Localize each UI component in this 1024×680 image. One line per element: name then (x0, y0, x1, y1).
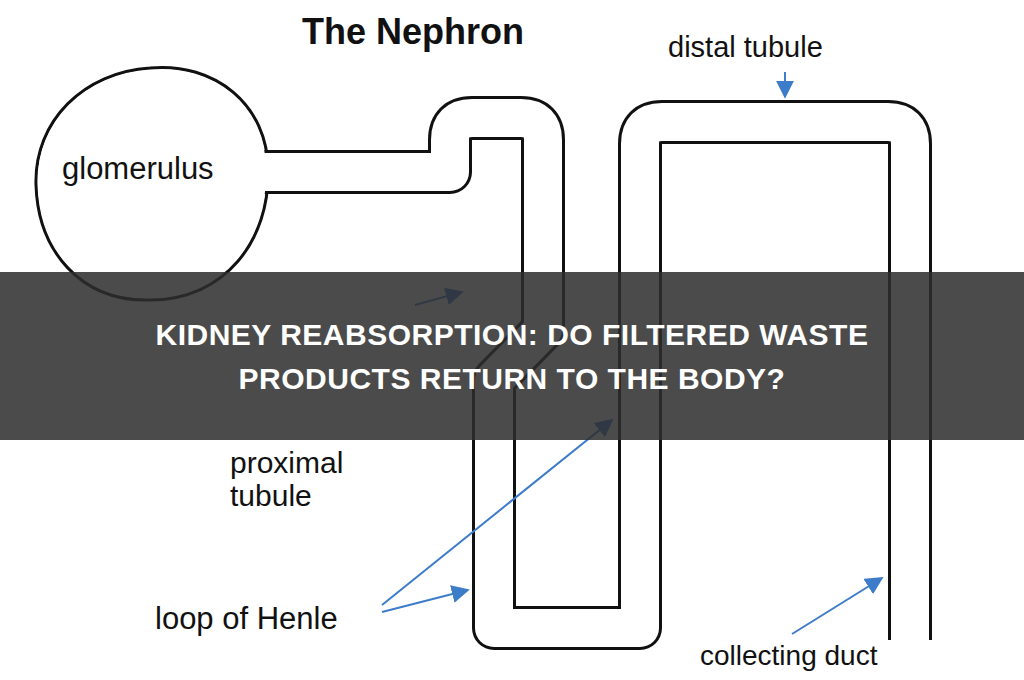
title-banner (0, 272, 1024, 440)
glomerulus-outline (36, 67, 268, 300)
leader-arrow (382, 420, 612, 605)
glomerulus-fill (38, 69, 266, 298)
leader-arrow (784, 72, 786, 97)
leader-arrow (792, 578, 882, 634)
diagram-title: The Nephron (302, 12, 524, 52)
banner-caption: KIDNEY REABSORPTION: DO FILTERED WASTE P… (112, 313, 912, 400)
part-label: loop of Henle (155, 602, 338, 636)
leader-arrow (382, 590, 468, 612)
part-label: glomerulus (62, 152, 214, 186)
part-label: proximal tubule (230, 446, 360, 512)
part-label: distal tubule (668, 32, 823, 64)
part-label: collecting duct (700, 641, 877, 672)
